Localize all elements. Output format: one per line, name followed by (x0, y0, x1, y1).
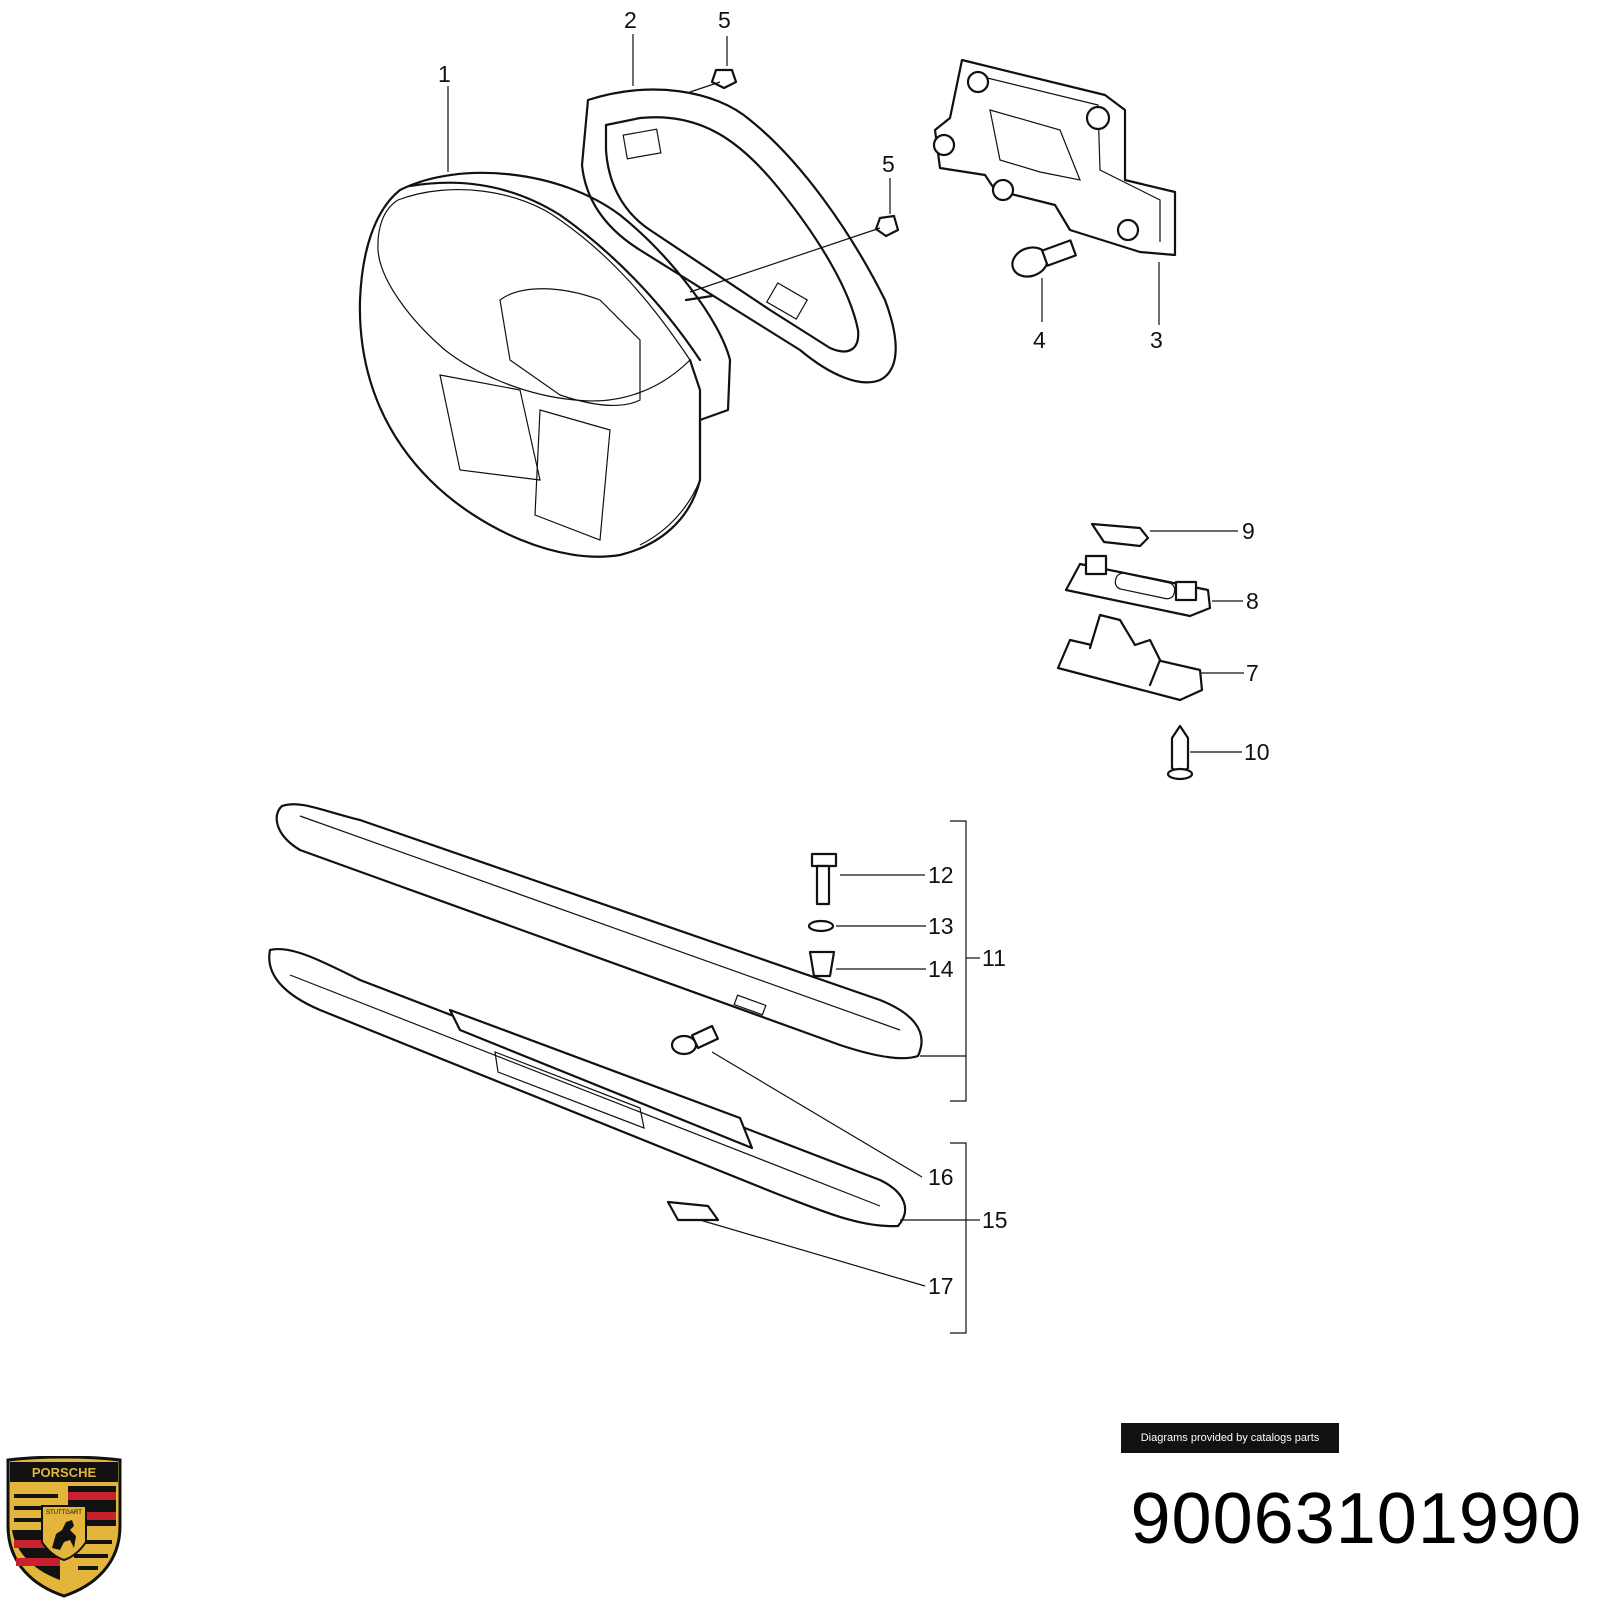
callout-9: 9 (1242, 518, 1255, 544)
callout-labels: 1 2 3 4 5 5 7 8 9 10 11 12 13 14 15 16 1… (438, 7, 1270, 1299)
bulb-holder-part (932, 58, 1177, 257)
callout-8: 8 (1246, 588, 1259, 614)
crest-text-top: PORSCHE (32, 1465, 97, 1480)
callout-3: 3 (1150, 327, 1163, 353)
leader-lines (447, 34, 1244, 1334)
callout-15: 15 (982, 1207, 1008, 1233)
pad-part (666, 1200, 720, 1222)
callout-16: 16 (928, 1164, 954, 1190)
tail-lamp-part (358, 171, 732, 558)
gasket-part (580, 88, 897, 384)
callout-14: 14 (928, 956, 954, 982)
callout-5b: 5 (882, 151, 895, 177)
callout-17: 17 (928, 1273, 954, 1299)
porsche-crest-icon: PORSCHE STUTTGART (6, 1456, 122, 1598)
callout-2: 2 (624, 7, 637, 33)
bolt-part (810, 852, 838, 906)
nut-insert-part (808, 950, 836, 978)
cover-strip-part (275, 803, 923, 1060)
callout-11: 11 (982, 945, 1006, 971)
credit-badge: Diagrams provided by catalogs parts (1121, 1423, 1339, 1453)
washer-part (807, 919, 835, 933)
callout-5a: 5 (718, 7, 731, 33)
nut-part (689, 68, 900, 293)
callout-10: 10 (1244, 739, 1270, 765)
screw-part (1166, 724, 1194, 781)
bulb-socket-part (670, 1024, 720, 1056)
callout-12: 12 (928, 862, 954, 888)
callout-1: 1 (438, 61, 451, 87)
bulb-part (1011, 239, 1077, 278)
crest-text-center: STUTTGART (46, 1510, 82, 1516)
callout-7: 7 (1246, 660, 1259, 686)
license-lamp-lens-part (1064, 554, 1212, 618)
callout-13: 13 (928, 913, 954, 939)
brake-light-housing-part (268, 947, 907, 1228)
callout-4: 4 (1033, 327, 1046, 353)
license-lamp-housing-part (1056, 613, 1204, 702)
part-number: 90063101990 (1130, 1479, 1582, 1559)
festoon-bulb-part (1090, 522, 1150, 548)
